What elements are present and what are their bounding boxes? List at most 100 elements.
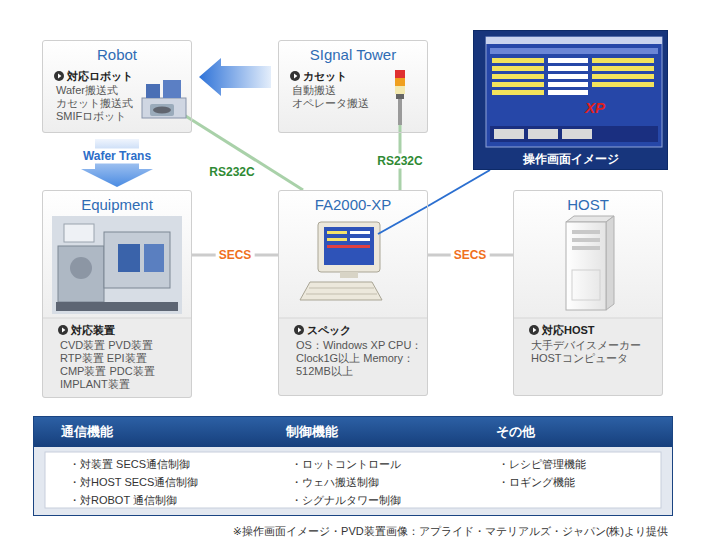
screenshot-row bbox=[548, 90, 588, 95]
screenshot-button bbox=[528, 129, 558, 139]
robot-base bbox=[142, 98, 186, 118]
box-title: HOST bbox=[514, 191, 662, 217]
box-fill bbox=[278, 190, 428, 396]
screenshot-row bbox=[592, 74, 654, 79]
box-title: Robot bbox=[43, 41, 191, 67]
screenshot-row bbox=[548, 74, 588, 79]
box-title: Equipment bbox=[43, 191, 191, 217]
feature-item: ・対HOST SECS通信制御 bbox=[69, 475, 198, 489]
box-title: SIgnal Tower bbox=[279, 41, 427, 67]
link-label: SECS bbox=[216, 248, 255, 263]
screen-image-box: 操作画面イメージ bbox=[473, 30, 668, 170]
monitor-stand bbox=[340, 272, 358, 278]
screen-logo: XP bbox=[585, 99, 605, 116]
feature-item: ・ロギング機能 bbox=[498, 475, 575, 489]
screenshot-toolbar bbox=[490, 126, 658, 142]
host-box: HOST対応HOST大手デバイスメーカー HOSTコンピュータ bbox=[513, 190, 663, 396]
equipment-photo bbox=[52, 216, 182, 314]
box-fill bbox=[513, 190, 663, 396]
section-divider bbox=[42, 318, 192, 319]
box-fill bbox=[278, 190, 428, 318]
screenshot-titlebar bbox=[486, 37, 662, 44]
tower-pole bbox=[398, 99, 402, 125]
column-heading: 制御機能 bbox=[286, 424, 338, 440]
section-divider bbox=[278, 318, 428, 319]
screen-line bbox=[350, 238, 370, 241]
screenshot-row bbox=[492, 58, 544, 63]
keyboard-keys bbox=[306, 294, 377, 295]
tower-light bbox=[395, 78, 405, 86]
feature-item: ・対ROBOT 通信制御 bbox=[69, 493, 177, 507]
controller-box: FA2000-XP スペック OS：Windows XP CPU：Clock1G以上… bbox=[278, 190, 428, 396]
screenshot-row bbox=[548, 82, 588, 87]
wafer-disc bbox=[153, 107, 171, 114]
server-front bbox=[566, 222, 606, 310]
screenshot-button bbox=[562, 129, 592, 139]
item-list: 自動搬送 オペレータ搬送 bbox=[292, 84, 369, 110]
screenshot-row bbox=[548, 66, 588, 71]
screenshot-row bbox=[592, 82, 654, 87]
screenshot-row bbox=[548, 58, 588, 63]
robot-box: Robot 対応ロボットWafer搬送式 カセット搬送式 SMIFロボット bbox=[42, 40, 192, 133]
monitor bbox=[318, 222, 380, 272]
section-heading: 対応HOST bbox=[529, 323, 595, 337]
equipment-part bbox=[58, 246, 104, 302]
link-label: SECS bbox=[451, 248, 490, 263]
image-credit-note: ※操作画面イメージ・PVD装置画像：アプライド・マテリアルズ・ジャパン(株)より… bbox=[233, 524, 668, 538]
server-bay bbox=[572, 230, 600, 234]
header-band bbox=[33, 416, 673, 447]
leader-line bbox=[399, 125, 402, 133]
keyboard-keys bbox=[309, 288, 374, 289]
equipment-part bbox=[104, 232, 170, 288]
link-label: RS232C bbox=[206, 165, 257, 180]
link-label: RS232C bbox=[374, 154, 425, 169]
column-heading: 通信機能 bbox=[61, 424, 113, 440]
screenshot-row bbox=[492, 74, 544, 79]
screen-line bbox=[350, 231, 370, 234]
box-fill bbox=[513, 190, 663, 318]
screenshot-row bbox=[492, 90, 544, 95]
box-fill bbox=[473, 30, 668, 170]
monitor-screen bbox=[324, 227, 374, 265]
equipment-part bbox=[64, 224, 94, 242]
column-heading: その他 bbox=[496, 424, 535, 440]
panel-inner-box bbox=[45, 452, 661, 508]
feature-item: ・ロットコントロール bbox=[291, 457, 401, 471]
section-heading: スペック bbox=[294, 323, 351, 337]
server-bay bbox=[572, 238, 600, 242]
feature-item: ・レシピ管理機能 bbox=[498, 457, 586, 471]
screen-callout-line bbox=[428, 170, 490, 206]
image-caption: 操作画面イメージ bbox=[474, 31, 667, 167]
section-heading: 対応ロボット bbox=[54, 69, 133, 83]
equipment-box: Equipment対応装置CVD装置 PVD装置 RTP装置 EPI装置 CMP… bbox=[42, 190, 192, 398]
section-heading: カセット bbox=[290, 69, 347, 83]
equipment-part bbox=[118, 244, 140, 272]
transfer-arrow bbox=[199, 58, 271, 96]
keyboard bbox=[300, 282, 382, 300]
feature-item: ・ウェハ搬送制御 bbox=[291, 475, 379, 489]
feature-panel: 通信機能・対装置 SECS通信制御・対HOST SECS通信制御・対ROBOT … bbox=[33, 416, 673, 516]
equipment-part bbox=[70, 257, 92, 279]
screenshot-row bbox=[592, 58, 654, 63]
item-list: OS：Windows XP CPU：Clock1G以上 Memory：512MB… bbox=[296, 339, 424, 378]
section-heading: 対応装置 bbox=[58, 323, 115, 337]
screenshot bbox=[486, 37, 662, 147]
tower-base bbox=[396, 94, 404, 99]
box-title: FA2000-XP bbox=[279, 191, 427, 217]
tower-light bbox=[395, 86, 405, 94]
server-vent bbox=[572, 270, 600, 300]
equipment-part bbox=[56, 302, 178, 311]
signal-tower-box: SIgnal Tower カセット自動搬送 オペレータ搬送 bbox=[278, 40, 428, 133]
box-fill bbox=[42, 190, 192, 318]
screen-line bbox=[327, 238, 347, 241]
item-list: Wafer搬送式 カセット搬送式 SMIFロボット bbox=[56, 84, 133, 123]
robot-arm bbox=[163, 80, 181, 98]
wafer-stage bbox=[150, 104, 174, 116]
screenshot-header bbox=[490, 48, 658, 54]
tower-light bbox=[395, 70, 405, 78]
robot-arm bbox=[146, 84, 160, 98]
screenshot-row bbox=[592, 66, 654, 71]
feature-item: ・シグナルタワー制御 bbox=[291, 493, 401, 507]
